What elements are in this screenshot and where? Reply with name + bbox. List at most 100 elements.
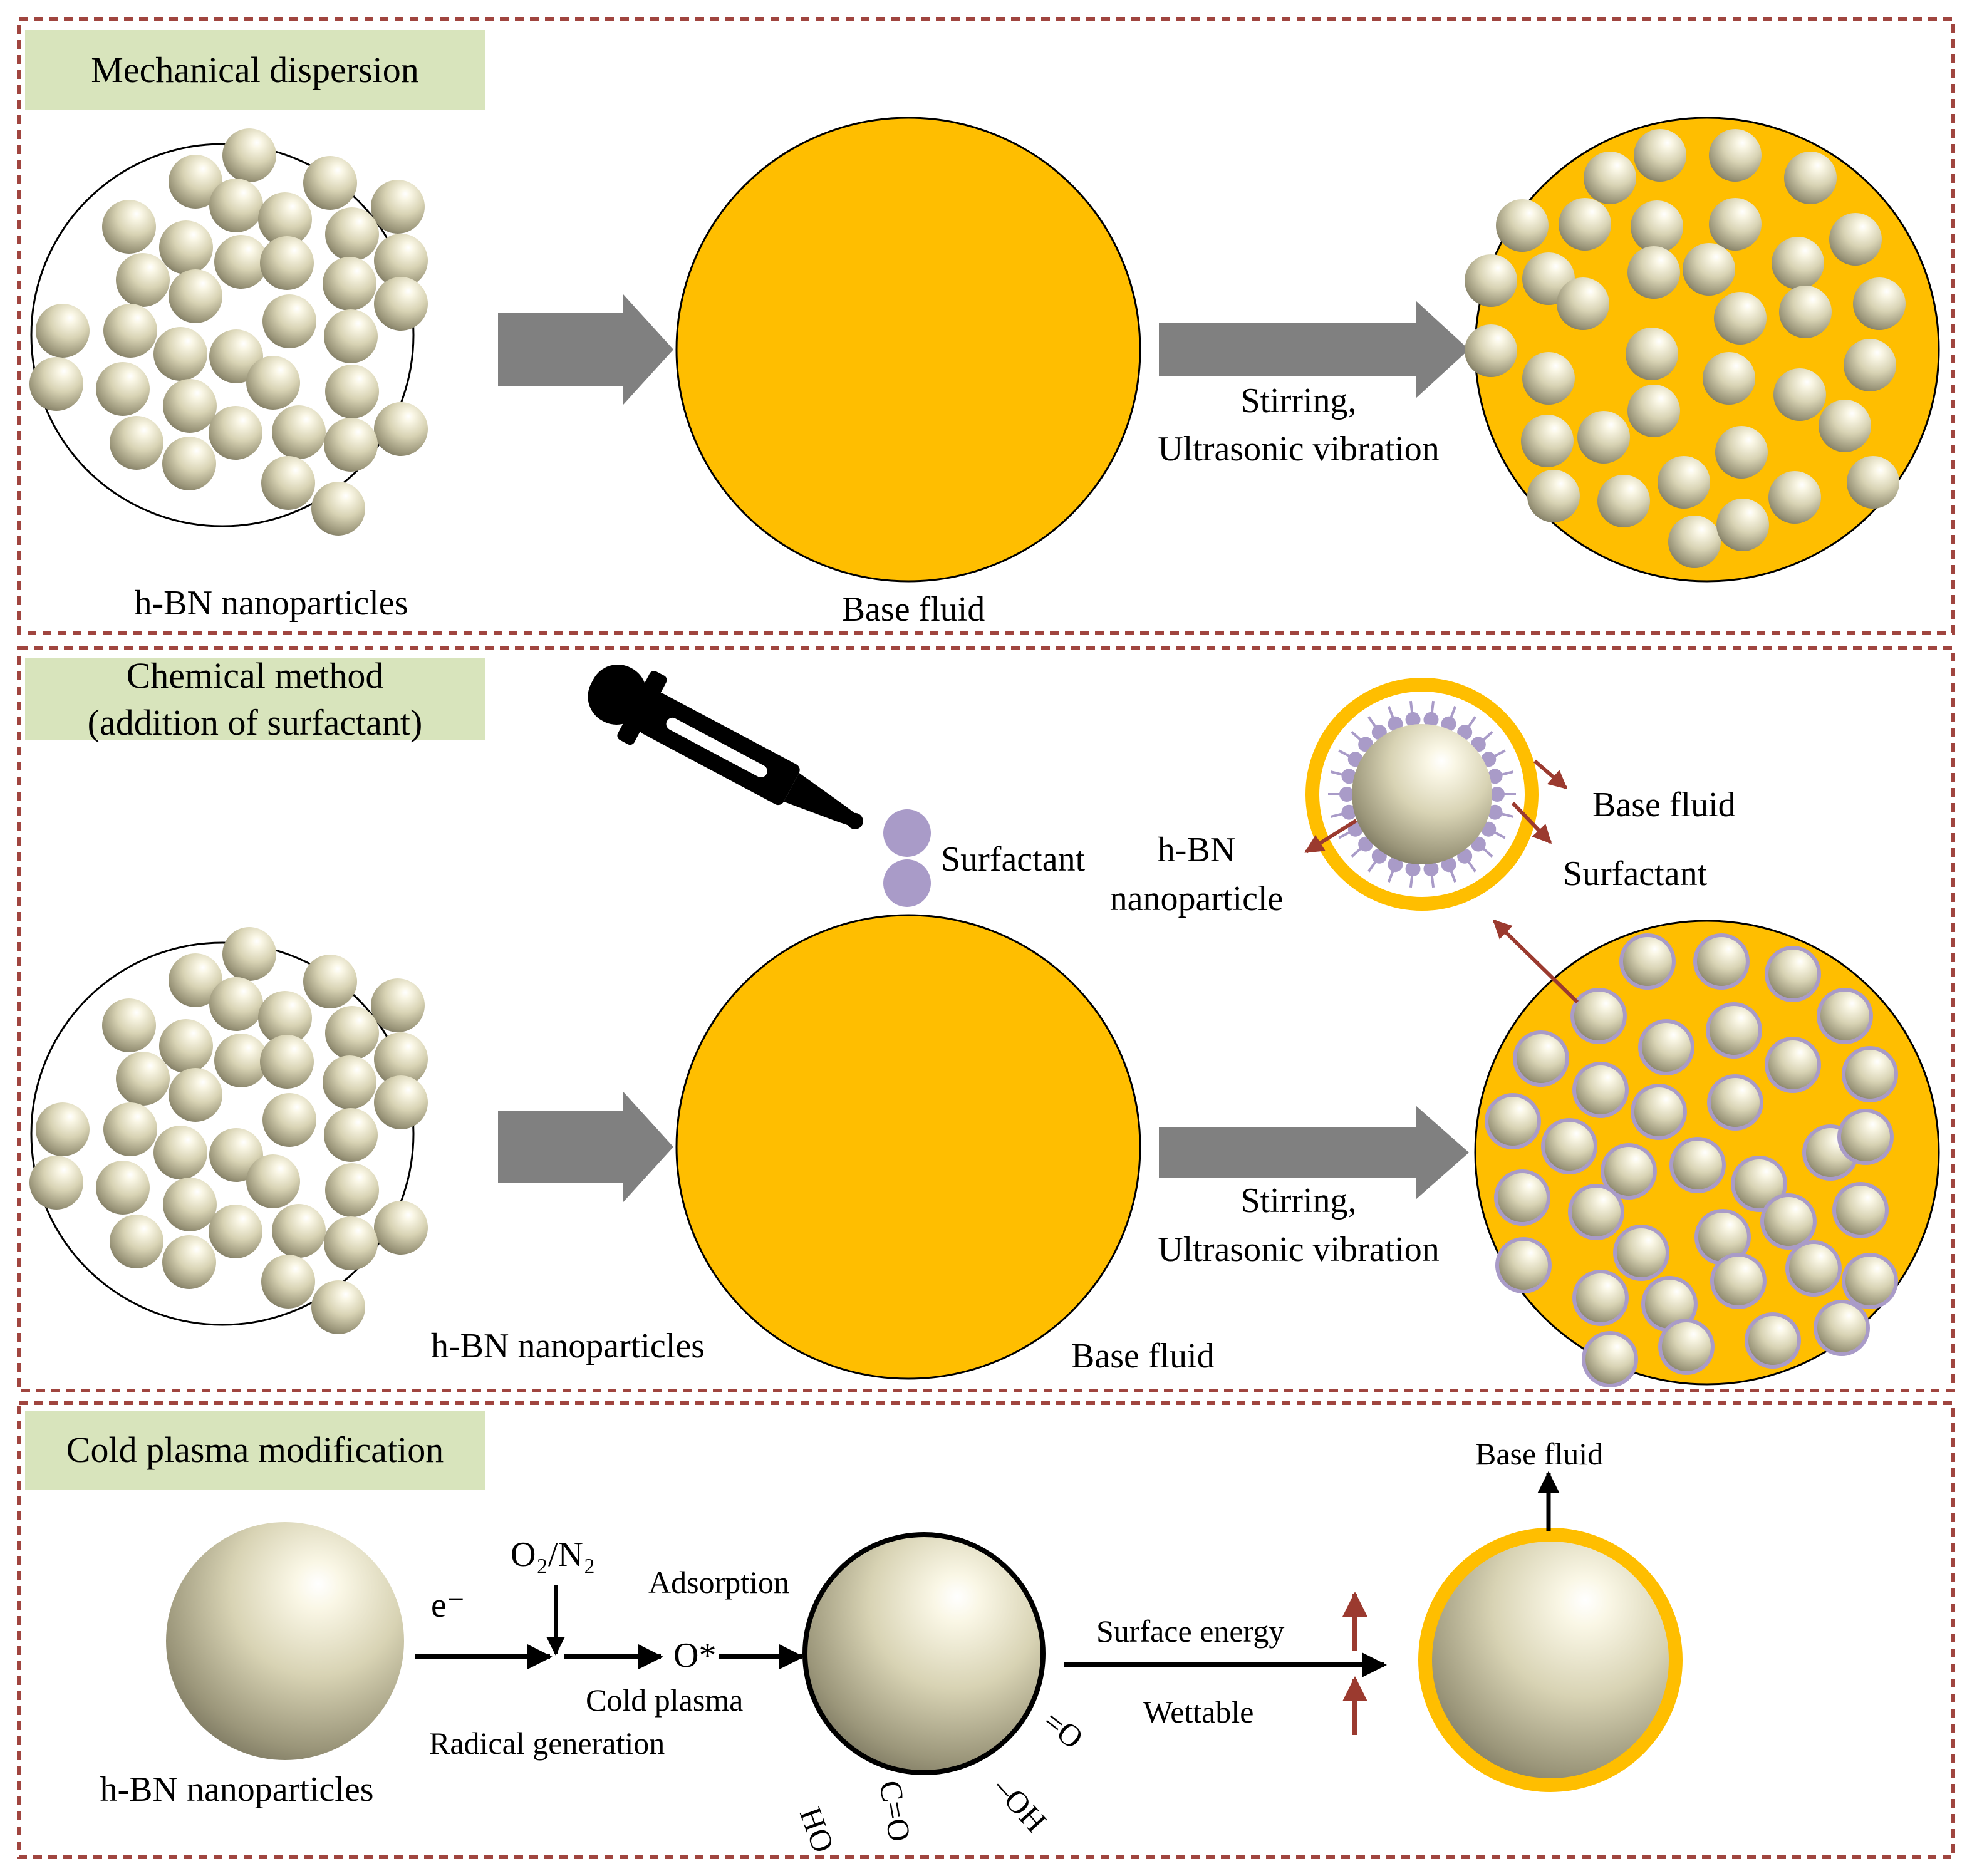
nanoparticle: [1768, 471, 1821, 524]
nanoparticle: [36, 1102, 90, 1156]
radical-label: O*: [673, 1636, 717, 1675]
nanoparticle: [1522, 352, 1575, 405]
coated-nanoparticle: [1731, 1156, 1787, 1212]
nanoparticle: [325, 1006, 379, 1060]
nanoparticle: [325, 207, 379, 261]
nanoparticle: [258, 192, 312, 246]
nanoparticle: [262, 1093, 316, 1147]
nanoparticle: [36, 304, 90, 358]
nanoparticle: [374, 1032, 428, 1086]
nanoparticle: [1847, 456, 1899, 509]
pointer-surfactant: [1511, 801, 1552, 844]
nanoparticle: [159, 220, 213, 274]
nanoparticle: [374, 402, 428, 456]
surfactant-head: [1423, 712, 1439, 727]
nanoparticle: [323, 1055, 376, 1109]
pointer-base-fluid: [1533, 759, 1568, 790]
base-fluid-circle: [675, 117, 1141, 583]
nanoparticle: [1557, 277, 1609, 330]
coated-nanoparticle: [1572, 1270, 1629, 1326]
nanoparticle: [1496, 199, 1549, 252]
nanoparticle: [110, 416, 163, 470]
nanoparticle: [374, 234, 428, 288]
nanoparticle: [261, 456, 315, 510]
nanoparticle: [325, 1163, 379, 1217]
nanoparticle: [96, 1161, 150, 1215]
nanoparticle: [214, 1034, 268, 1087]
coated-nanoparticle: [1613, 1225, 1669, 1281]
coated-nanoparticle: [1631, 1084, 1687, 1140]
panel-title-chemical: Chemical method (addition of surfactant): [25, 655, 485, 743]
nanoparticle: [153, 1126, 207, 1179]
nanoparticle: [1627, 385, 1680, 437]
nanoparticle: [153, 327, 207, 381]
coated-nanoparticle: [1842, 1253, 1898, 1309]
nanoparticle: [103, 304, 157, 358]
panel-title-mechanical: Mechanical dispersion: [25, 30, 485, 110]
nanoparticle: [1627, 246, 1680, 299]
nanoparticle: [29, 357, 83, 411]
coated-nanoparticle: [1785, 1240, 1842, 1297]
nanoparticle: [1521, 415, 1574, 467]
base-fluid-label: Base fluid: [1071, 1337, 1215, 1376]
surfactant-head: [1339, 787, 1354, 802]
nanoparticle: [110, 1215, 163, 1268]
nanoparticle: [1634, 129, 1686, 182]
nanoparticle: [1584, 152, 1636, 204]
nanoparticle: [169, 269, 222, 323]
coated-nanoparticle: [1817, 988, 1873, 1044]
nanoparticle: [325, 365, 379, 418]
gas-label: O₂/N₂: [511, 1535, 596, 1574]
coated-nanoparticle: [1513, 1030, 1569, 1087]
nanoparticle: [209, 977, 263, 1031]
surface-energy-label: Surface energy: [1096, 1614, 1285, 1649]
surfactant-layer: [1328, 700, 1516, 888]
nanoparticle: [1844, 339, 1896, 391]
coated-nanoparticle: [1572, 1062, 1629, 1118]
nanoparticle: [1527, 470, 1580, 522]
surfactant-head: [1388, 716, 1403, 732]
nanoparticle: [1658, 456, 1710, 509]
pointer-nanoparticle: [1304, 819, 1357, 854]
stirring-arrow: [1159, 301, 1469, 398]
nanoparticle: [209, 406, 262, 460]
nanoparticle: [324, 1216, 378, 1270]
nanoparticle: [260, 1035, 314, 1089]
nanoparticle: [116, 1052, 170, 1106]
coated-nanoparticle: [1582, 1331, 1638, 1387]
nanoparticle: [374, 1075, 428, 1129]
coated-nanoparticle: [1832, 1182, 1889, 1238]
functionalized-nanoparticle: [802, 1532, 1046, 1775]
coated-nanoparticles: [1485, 933, 1898, 1387]
coated-nanoparticle: [1842, 1046, 1898, 1102]
nanoparticle: [261, 1255, 315, 1309]
nanoparticle: [1631, 200, 1683, 253]
zoom-arrow: [1492, 919, 1579, 1004]
nanoparticle: [1784, 152, 1837, 204]
nanoparticle: [1709, 198, 1762, 251]
nanoparticle: [1626, 328, 1678, 380]
nanoparticle: [116, 253, 170, 307]
surfactant-head: [1405, 861, 1421, 877]
surfactant-drop: [883, 809, 931, 857]
process-label-line2: Ultrasonic vibration: [1158, 430, 1440, 469]
panel-title-plasma: Cold plasma modification: [25, 1411, 485, 1490]
nanoparticle: [1577, 411, 1630, 464]
coated-nanoparticle: [1638, 1019, 1694, 1075]
process-arrow: [498, 1092, 673, 1202]
nanoparticle: [1779, 286, 1832, 338]
detail-hbn-label-line1: h-BN: [1157, 831, 1236, 869]
raw-particle-label: h-BN nanoparticles: [100, 1770, 374, 1809]
nanoparticle: [311, 482, 365, 536]
stirring-arrow: [1159, 1106, 1469, 1200]
panel-frame-plasma: [17, 1401, 1955, 1859]
surfactant-head: [1441, 857, 1456, 873]
nanoparticle: [29, 1156, 83, 1210]
panel-frame-chemical: [17, 646, 1955, 1392]
nanoparticle: [1714, 292, 1767, 345]
cold-plasma-label: Cold plasma: [586, 1682, 744, 1718]
nanoparticle: [1853, 277, 1906, 330]
nanoparticle: [324, 309, 378, 363]
